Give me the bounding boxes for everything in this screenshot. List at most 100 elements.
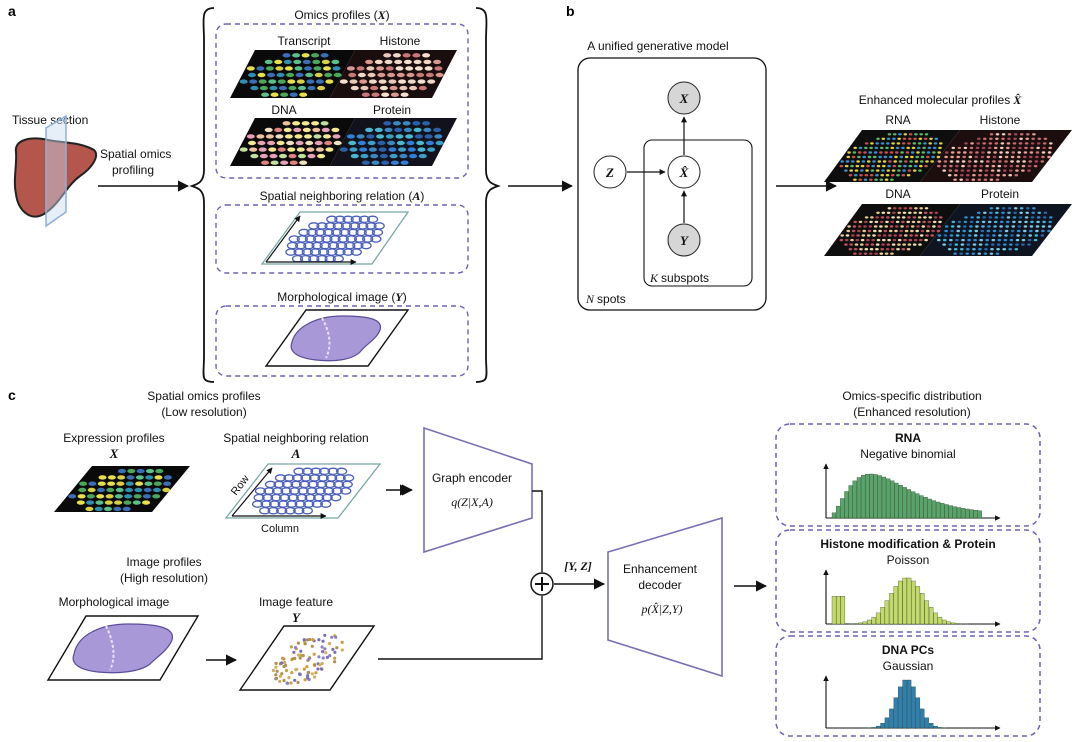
enh-rna-spot bbox=[892, 133, 897, 136]
transcript-spot bbox=[250, 85, 259, 91]
enh-histone-spot bbox=[1006, 146, 1010, 150]
histone-spot bbox=[377, 72, 386, 78]
enh-histone-spot bbox=[984, 169, 989, 172]
enh-dna-spot bbox=[876, 211, 880, 214]
enh-rna-spot bbox=[917, 142, 922, 145]
enh-dna-spot bbox=[868, 225, 873, 228]
poisson-bar bbox=[920, 593, 925, 625]
enh-rna-spot bbox=[858, 178, 862, 181]
enh-histone-spot bbox=[1021, 164, 1026, 168]
dna-spot bbox=[315, 147, 324, 152]
dna-label: DNA bbox=[271, 103, 296, 117]
protein-spot bbox=[416, 140, 425, 146]
enh-rna-spot bbox=[932, 146, 937, 150]
protein-spot bbox=[422, 121, 431, 126]
histone-spot bbox=[394, 59, 403, 65]
protein-spot bbox=[427, 147, 436, 152]
enh-dna-spot bbox=[864, 248, 869, 251]
expression-spot bbox=[146, 468, 154, 474]
model-outer-plate bbox=[577, 57, 767, 311]
enh-histone-spot bbox=[1036, 146, 1040, 150]
enh-rna-spot bbox=[857, 155, 861, 159]
enh-histone-spot bbox=[1001, 133, 1006, 136]
dist-box-rna bbox=[775, 423, 1041, 527]
histone-spot bbox=[409, 85, 418, 91]
nb-bar bbox=[940, 503, 945, 519]
node-xhat-label: X̂ bbox=[679, 165, 689, 180]
transcript-spot bbox=[284, 66, 293, 71]
dna-spot bbox=[304, 134, 312, 139]
expression-spot bbox=[95, 500, 104, 505]
enh-rna-spot bbox=[864, 142, 869, 145]
histone-spot bbox=[434, 66, 443, 71]
enh-dna-spot bbox=[839, 238, 844, 242]
enh-protein-spot bbox=[977, 211, 981, 214]
enh-histone-spot bbox=[963, 151, 967, 154]
enh-rna-spot bbox=[908, 137, 912, 140]
enh-rna-spot bbox=[919, 164, 923, 168]
dna-spot bbox=[286, 140, 295, 146]
enh-protein-spot bbox=[974, 229, 979, 233]
enh-protein-spot bbox=[1036, 216, 1041, 219]
feature-dot bbox=[278, 674, 282, 678]
enh-histone-spot bbox=[1018, 142, 1023, 145]
enh-dna-spot bbox=[923, 216, 927, 219]
enh-rna-spot bbox=[908, 164, 913, 168]
enh-dna-spot bbox=[888, 234, 892, 237]
feature-dot bbox=[289, 681, 293, 685]
enh-dna-spot bbox=[874, 220, 879, 224]
protein-spot bbox=[360, 153, 369, 159]
poisson-bar bbox=[875, 612, 881, 625]
enh-histone-spot bbox=[1036, 142, 1041, 145]
enh-dna-spot bbox=[875, 243, 880, 246]
enh-histone-spot bbox=[1022, 160, 1026, 163]
enh-rna-spot bbox=[921, 151, 926, 154]
enh-rna-spot bbox=[869, 174, 874, 177]
nb-bar bbox=[890, 480, 895, 519]
enh-protein-spot bbox=[1037, 211, 1042, 214]
histone-spot bbox=[349, 79, 358, 84]
dna-spot bbox=[249, 147, 258, 152]
poisson-bar bbox=[840, 596, 846, 625]
neighbor-plane-c bbox=[224, 463, 382, 519]
histone-spot bbox=[412, 53, 421, 58]
histone-spot bbox=[376, 66, 385, 71]
enh-rna-spot bbox=[855, 164, 860, 168]
enh-histone-spot bbox=[977, 137, 981, 140]
enh-histone-spot bbox=[1035, 155, 1039, 159]
histone-spot bbox=[399, 85, 408, 91]
enh-histone-spot bbox=[960, 174, 964, 177]
enh-dna-spot bbox=[881, 211, 886, 214]
enh-protein-spot bbox=[943, 234, 948, 237]
morph-tissue-c bbox=[72, 623, 173, 674]
enh-dna-spot bbox=[891, 216, 895, 219]
expression-spot bbox=[132, 500, 141, 505]
enh-rna-spot bbox=[869, 178, 873, 181]
gauss-bar bbox=[906, 679, 912, 729]
enh-histone-spot bbox=[995, 133, 1000, 136]
enh-histone-spot bbox=[1049, 142, 1053, 145]
enh-protein-spot bbox=[969, 220, 974, 224]
enh-rna-spot bbox=[867, 155, 872, 159]
graph-node-ring-c bbox=[251, 500, 264, 508]
enh-histone-spot bbox=[944, 151, 949, 154]
feature-dot bbox=[310, 644, 314, 648]
enh-histone-spot bbox=[997, 164, 1002, 168]
histone-spot bbox=[360, 85, 369, 91]
enh-dna-spot bbox=[908, 211, 912, 214]
enh-rna-spot bbox=[918, 169, 922, 172]
enh-rna-spot bbox=[909, 160, 913, 163]
enh-rna-spot bbox=[897, 169, 901, 172]
dna-spot bbox=[287, 147, 296, 152]
enh-protein-spot bbox=[937, 238, 941, 242]
nb-bar bbox=[869, 473, 874, 519]
enh-protein-spot bbox=[949, 238, 953, 242]
histone-spot bbox=[346, 66, 355, 71]
expression-spot bbox=[78, 487, 87, 493]
protein-spot bbox=[371, 160, 380, 165]
enh-dna-spot bbox=[910, 225, 915, 228]
enh-histone-spot bbox=[1034, 160, 1039, 163]
gauss-bar bbox=[889, 708, 894, 729]
nb-bar bbox=[911, 491, 916, 519]
enh-rna-spot bbox=[891, 142, 895, 145]
